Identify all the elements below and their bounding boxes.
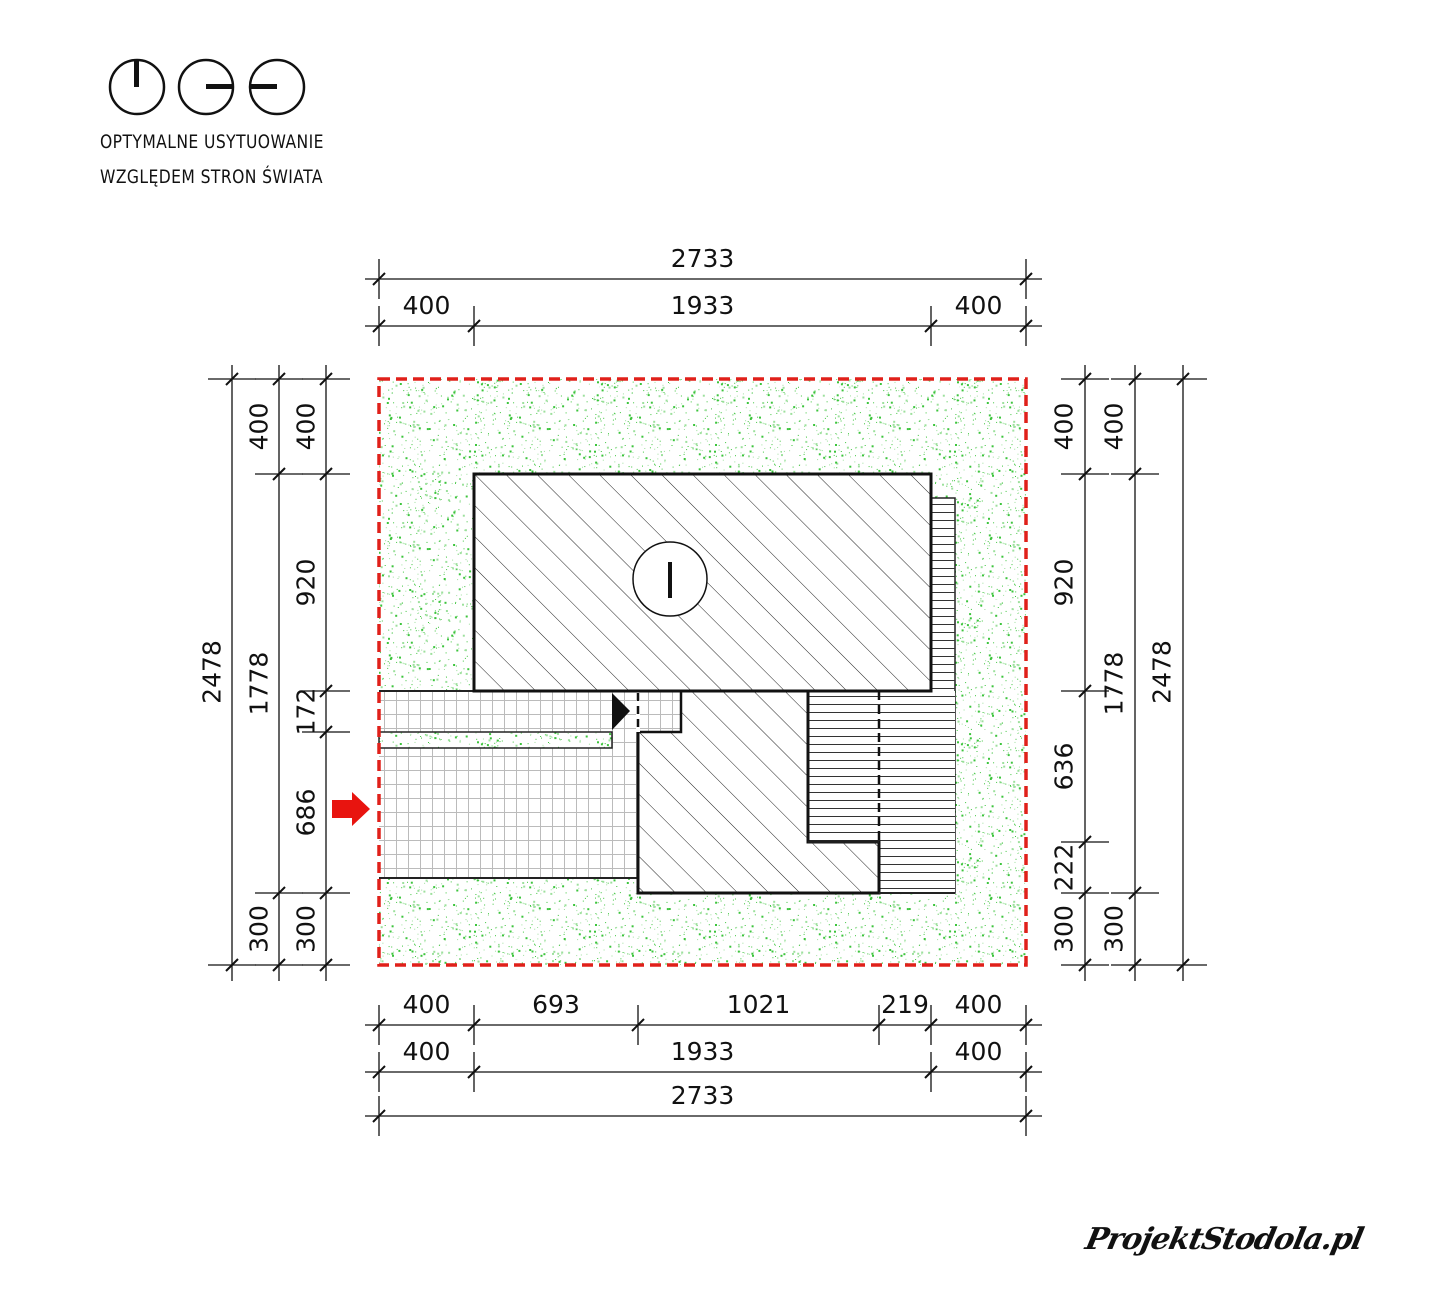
dimension-label: 1933 [671, 291, 735, 320]
building-lower-wing [636, 689, 955, 895]
dimension-label: 300 [1050, 905, 1079, 953]
dim-right-total: 2478 [1148, 365, 1207, 981]
entry-arrow-icon [332, 792, 370, 826]
dim-top-segments: 400 1933 400 [365, 291, 1042, 346]
dimension-label: 1933 [671, 1037, 735, 1066]
dimension-label: 2478 [198, 640, 227, 704]
dimension-label: 400 [1050, 403, 1079, 451]
dimension-label: 693 [532, 990, 580, 1019]
brand-logo: ProjektStodola.pl [1082, 1222, 1366, 1257]
orientation-north-icon [108, 58, 166, 116]
dimension-label: 222 [1050, 844, 1079, 892]
dim-bottom-total: 2733 [365, 1081, 1042, 1136]
dim-left-inner: 400 920 172 686 300 [292, 365, 350, 981]
dimension-label: 400 [403, 990, 451, 1019]
dimension-label: 400 [403, 291, 451, 320]
driveway-paving [378, 690, 638, 879]
dim-bottom-mid: 400 1933 400 [365, 1037, 1042, 1092]
dim-bottom-outer: 400 693 1021 219 400 [365, 990, 1042, 1045]
dim-top-total: 2733 [365, 244, 1042, 299]
dimension-label: 2733 [671, 1081, 735, 1110]
dimension-label: 300 [245, 905, 274, 953]
dimension-label: 400 [245, 403, 274, 451]
dim-right-mid: 400 1778 300 [1100, 365, 1159, 981]
legend-line-2: WZGLĘDEM STRON ŚWIATA [100, 166, 323, 188]
dimension-label: 400 [1100, 403, 1129, 451]
dim-left-total: 2478 [198, 365, 256, 981]
dimension-label: 920 [1050, 559, 1079, 607]
dim-right-inner: 400 920 636 222 300 [1050, 365, 1109, 981]
dimension-label: 219 [881, 990, 929, 1019]
dimension-label: 1778 [245, 652, 274, 716]
dimension-label: 300 [292, 905, 321, 953]
entrance [612, 689, 683, 734]
dim-left-mid: 400 1778 300 [245, 365, 303, 981]
dimension-label: 920 [292, 559, 321, 607]
dimension-label: 1778 [1100, 652, 1129, 716]
dimension-label: 400 [955, 291, 1003, 320]
orientation-east-icon [177, 58, 235, 116]
dimension-label: 2733 [671, 244, 735, 273]
dimension-label: 1021 [727, 990, 791, 1019]
dimension-label: 400 [292, 403, 321, 451]
dimension-label: 2478 [1148, 640, 1177, 704]
legend-line-1: OPTYMALNE USYTUOWANIE [100, 131, 324, 153]
dimension-label: 300 [1100, 905, 1129, 953]
entrance-marker-icon [612, 693, 630, 730]
plot-boundary [377, 377, 1028, 967]
dimension-label: 636 [1050, 743, 1079, 791]
dimension-label: 686 [292, 789, 321, 837]
dimension-label: 400 [403, 1037, 451, 1066]
dimension-label: 400 [955, 1037, 1003, 1066]
orientation-west-icon [248, 58, 306, 116]
dimension-label: 400 [955, 990, 1003, 1019]
building-main [472, 472, 933, 693]
dimension-label: 172 [292, 688, 321, 736]
building-orientation-icon [668, 562, 672, 598]
